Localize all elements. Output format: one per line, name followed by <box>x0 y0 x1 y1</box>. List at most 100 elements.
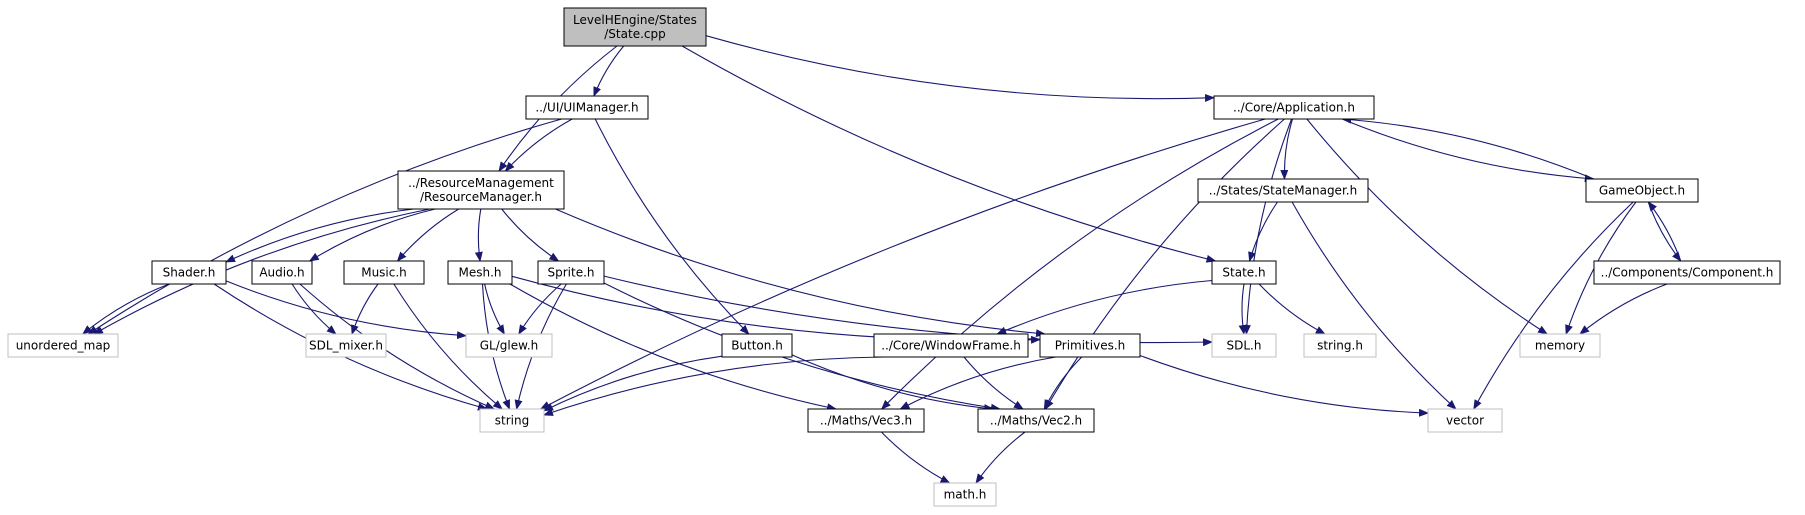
node-sdl_mixer: SDL_mixer.h <box>305 333 387 358</box>
node-gameobject[interactable]: GameObject.h <box>1585 178 1699 203</box>
edge-application-to-vec2 <box>1044 118 1285 410</box>
node-windowframe-box <box>873 333 1029 358</box>
node-glew: GL/glew.h <box>465 333 553 358</box>
edge-vec3-to-math <box>881 431 951 484</box>
edge-state_cpp-to-state_h <box>681 45 1217 263</box>
node-sprite-box <box>537 260 605 285</box>
node-music[interactable]: Music.h <box>343 260 425 285</box>
node-state_cpp-label-1: /State.cpp <box>604 27 665 41</box>
node-string_h-label-0: string.h <box>1317 339 1363 353</box>
edge-gameobject-to-vector <box>1473 201 1634 410</box>
node-resourcemanager[interactable]: ../ResourceManagement/ResourceManager.h <box>397 170 565 210</box>
node-button-box <box>721 333 793 358</box>
node-state_h[interactable]: State.h <box>1211 260 1277 285</box>
edge-audio-to-sdl_mixer <box>291 283 337 335</box>
node-windowframe-label-0: ../Core/WindowFrame.h <box>881 339 1021 353</box>
edge-resourcemanager-to-unordered_map <box>93 208 431 335</box>
edge-button-to-vec2 <box>791 354 995 413</box>
edge-application-to-sdl <box>1242 118 1293 335</box>
node-state_cpp-label-0: LevelHEngine/States <box>573 13 697 27</box>
edge-mesh-to-glew <box>484 283 505 335</box>
edge-state_h-to-windowframe <box>996 279 1213 335</box>
node-sdl_mixer-label-0: SDL_mixer.h <box>309 339 383 353</box>
node-sprite-label-0: Sprite.h <box>547 266 594 280</box>
node-vector-box <box>1427 408 1503 433</box>
node-glew-box <box>465 333 553 358</box>
node-windowframe[interactable]: ../Core/WindowFrame.h <box>873 333 1029 358</box>
node-primitives-label-0: Primitives.h <box>1055 339 1126 353</box>
node-primitives-box <box>1039 333 1141 358</box>
node-vec3-label-0: ../Maths/Vec3.h <box>820 414 912 428</box>
node-audio[interactable]: Audio.h <box>251 260 313 285</box>
node-music-label-0: Music.h <box>361 266 407 280</box>
edge-state_h-to-sdl <box>1238 283 1247 335</box>
node-audio-label-0: Audio.h <box>259 266 304 280</box>
node-application[interactable]: ../Core/Application.h <box>1213 95 1375 120</box>
node-sprite[interactable]: Sprite.h <box>537 260 605 285</box>
edge-state_cpp-to-application <box>705 35 1215 102</box>
node-mesh[interactable]: Mesh.h <box>447 260 513 285</box>
edges-layer <box>82 35 1682 484</box>
node-unordered_map: unordered_map <box>7 333 119 358</box>
edge-primitives-to-vec2 <box>1043 356 1083 410</box>
node-vec3[interactable]: ../Maths/Vec3.h <box>807 408 925 433</box>
edge-statemanager-to-state_h <box>1248 201 1278 262</box>
node-resourcemanager-box <box>397 170 565 210</box>
edge-application-to-string <box>539 118 1266 410</box>
node-unordered_map-label-0: unordered_map <box>16 339 111 353</box>
node-statemanager-label-0: ../States/StateManager.h <box>1209 184 1357 198</box>
edge-uimanager-to-button <box>594 118 750 335</box>
edge-resourcemanager-to-mesh <box>474 208 483 262</box>
node-uimanager-box <box>525 95 649 120</box>
node-shader[interactable]: Shader.h <box>151 260 227 285</box>
node-vec2-box <box>977 408 1095 433</box>
edge-primitives-to-vector <box>1139 354 1429 417</box>
node-shader-box <box>151 260 227 285</box>
edge-statemanager-to-vector <box>1291 201 1457 410</box>
edge-resourcemanager-to-shader <box>225 208 414 263</box>
edge-button-to-string <box>543 355 723 412</box>
node-application-label-0: ../Core/Application.h <box>1233 101 1355 115</box>
edge-state_cpp-to-uimanager <box>593 45 625 97</box>
node-sdl-box <box>1211 333 1277 358</box>
node-component[interactable]: ../Components/Component.h <box>1593 260 1781 285</box>
node-button[interactable]: Button.h <box>721 333 793 358</box>
node-sdl: SDL.h <box>1211 333 1277 358</box>
edge-component-to-memory <box>1579 283 1668 335</box>
node-state_h-box <box>1211 260 1277 285</box>
node-mesh-label-0: Mesh.h <box>458 266 501 280</box>
edge-component-to-gameobject <box>1647 201 1682 262</box>
node-gameobject-label-0: GameObject.h <box>1599 184 1685 198</box>
node-vec2[interactable]: ../Maths/Vec2.h <box>977 408 1095 433</box>
node-math: math.h <box>933 482 997 507</box>
edge-application-to-gameobject <box>1341 118 1595 183</box>
node-sdl_mixer-box <box>305 333 387 358</box>
edge-resourcemanager-to-sprite <box>501 208 560 262</box>
node-uimanager[interactable]: ../UI/UIManager.h <box>525 95 649 120</box>
node-state_cpp[interactable]: LevelHEngine/States/State.cpp <box>563 7 707 47</box>
node-string-label-0: string <box>495 414 529 428</box>
node-statemanager-box <box>1197 178 1369 203</box>
edge-resourcemanager-to-primitives <box>555 208 1046 338</box>
node-mesh-box <box>447 260 513 285</box>
node-music-box <box>343 260 425 285</box>
node-button-label-0: Button.h <box>731 339 783 353</box>
node-primitives[interactable]: Primitives.h <box>1039 333 1141 358</box>
node-statemanager[interactable]: ../States/StateManager.h <box>1197 178 1369 203</box>
node-math-label-0: math.h <box>944 488 987 502</box>
edge-application-to-statemanager <box>1280 118 1294 180</box>
node-component-box <box>1593 260 1781 285</box>
edge-uimanager-to-unordered_map <box>87 118 562 335</box>
edge-windowframe-to-vec2 <box>963 356 1024 410</box>
node-string-box <box>479 408 545 433</box>
edge-music-to-sdl_mixer <box>351 283 379 335</box>
edge-application-to-vec3 <box>880 118 1279 410</box>
node-application-box <box>1213 95 1375 120</box>
node-state_cpp-box <box>563 7 707 47</box>
edge-shader-to-glew <box>225 280 467 340</box>
edge-mesh-to-vec3 <box>509 283 837 412</box>
edge-music-to-string <box>393 283 503 410</box>
node-gameobject-box <box>1585 178 1699 203</box>
node-audio-box <box>251 260 313 285</box>
